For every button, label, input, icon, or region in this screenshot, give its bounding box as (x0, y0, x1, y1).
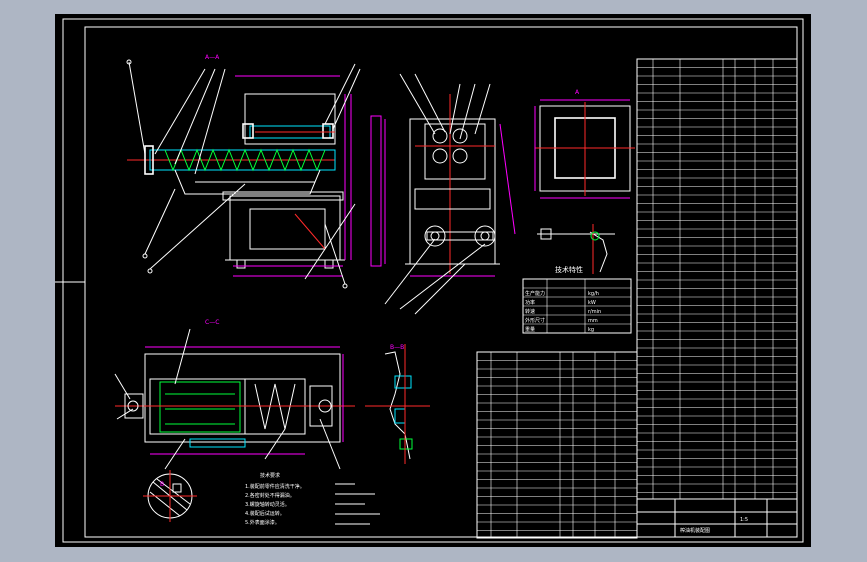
main-view-label: A—A (205, 54, 220, 61)
side-section-label: B—B (390, 344, 404, 351)
detail-top-view: A (534, 89, 635, 199)
notes-heading: 技术要求 (260, 472, 280, 479)
spec-row-label: 重量 (525, 326, 535, 333)
note-line: 2.各密封处不得漏油。 (245, 492, 295, 499)
spec-row-unit: kg/h (588, 291, 599, 297)
spec-row-unit: mm (588, 318, 598, 324)
spec-table: 技术特性 生产能力 功率 转速 外形尺寸 重量 kg/h kW r/min mm… (522, 265, 632, 334)
spec-table-title: 技术特性 (555, 265, 583, 274)
spec-row-label: 转速 (525, 308, 535, 315)
parts-list-right (636, 58, 798, 500)
spec-row-unit: kg (588, 327, 594, 333)
drawing-scale: 1:5 (740, 517, 748, 523)
note-line: 4.装配后试运转。 (245, 510, 285, 517)
parts-list-bottom (476, 351, 638, 539)
side-section-view: B—B (365, 344, 430, 464)
top-view: C—C (114, 319, 355, 470)
note-line: 5.外表面涂漆。 (245, 519, 280, 526)
title-block: 榨油机装配图 1:5 (636, 498, 798, 538)
drawing-sheet: A 技术特性 生产能力 功率 转速 外形尺寸 重量 kg/h kW r/min … (55, 14, 811, 547)
inner-frame (84, 26, 798, 538)
note-line: 1.装配前零件应清洗干净。 (245, 483, 305, 490)
spec-row-unit: kW (588, 300, 596, 306)
spec-row-label: 功率 (525, 299, 535, 306)
spec-row-unit: r/min (588, 309, 601, 315)
drawing-name: 榨油机装配图 (680, 527, 710, 534)
shaft-section-label: B (160, 481, 164, 488)
detail-label: A (575, 89, 580, 96)
detail-side-view (537, 224, 615, 274)
spec-row-label: 生产能力 (525, 290, 545, 297)
top-view-label: C—C (205, 319, 219, 326)
main-view (126, 59, 361, 289)
shaft-section (143, 470, 197, 522)
note-line: 3.螺旋轴转动灵活。 (245, 501, 290, 508)
side-view (370, 73, 516, 315)
technical-notes: 技术要求 1.装配前零件应清洗干净。 2.各密封处不得漏油。 3.螺旋轴转动灵活… (245, 472, 380, 526)
spec-row-label: 外形尺寸 (525, 317, 545, 324)
outer-frame (62, 18, 804, 543)
cad-drawing: A 技术特性 生产能力 功率 转速 外形尺寸 重量 kg/h kW r/min … (55, 18, 804, 543)
